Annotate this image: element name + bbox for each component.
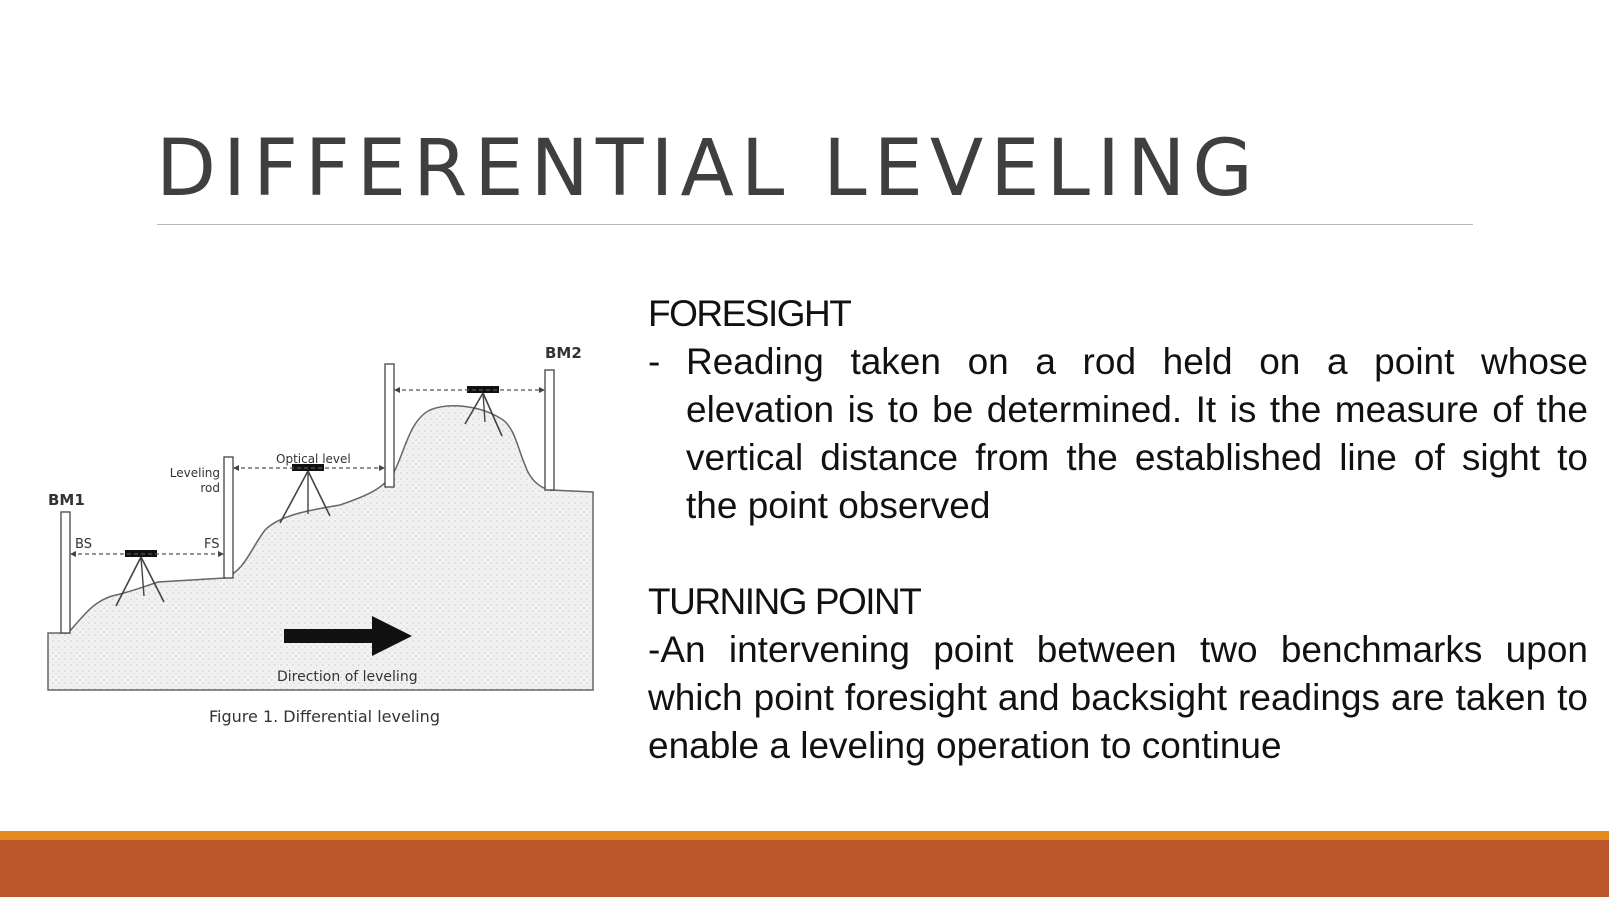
leveling-rod (223, 456, 234, 579)
foresight-definition: Reading taken on a rod held on a point w… (686, 341, 1588, 526)
turning-rod (384, 363, 395, 488)
turning-point-heading: TURNING POINT (648, 581, 922, 622)
slide-title: DIFFERENTIAL LEVELING (156, 124, 1260, 214)
label-bm1: BM1 (48, 491, 85, 509)
footer-bar (0, 840, 1609, 897)
terrain-ground (47, 405, 594, 691)
bullet-dash: - (648, 341, 661, 382)
foresight-heading: FORESIGHT (648, 293, 852, 334)
label-bs: BS (75, 537, 92, 552)
section-spacer (648, 530, 1588, 578)
label-leveling-rod-2: rod (200, 481, 220, 495)
foresight-bullet: - Reading taken on a rod held on a point… (648, 338, 1588, 530)
label-bm2: BM2 (545, 344, 582, 362)
bm2-rod (544, 369, 555, 491)
label-fs: FS (204, 537, 220, 552)
label-direction: Direction of leveling (277, 669, 418, 685)
bm1-rod (60, 511, 71, 634)
label-leveling-rod-1: Leveling (170, 466, 220, 480)
footer-accent-stripe (0, 831, 1609, 840)
label-optical-level: Optical level (276, 452, 351, 466)
turning-point-definition: -An intervening point between two benchm… (648, 629, 1588, 766)
slide-content: FORESIGHT - Reading taken on a rod held … (648, 290, 1588, 770)
direction-arrow (284, 616, 412, 656)
figure-caption: Figure 1. Differential leveling (209, 707, 440, 726)
differential-leveling-figure: BM1 BM2 BS FS Leveling rod Optical level… (40, 340, 620, 740)
leveling-diagram: BM1 BM2 BS FS Leveling rod Optical level… (47, 344, 594, 726)
title-divider (157, 224, 1473, 225)
